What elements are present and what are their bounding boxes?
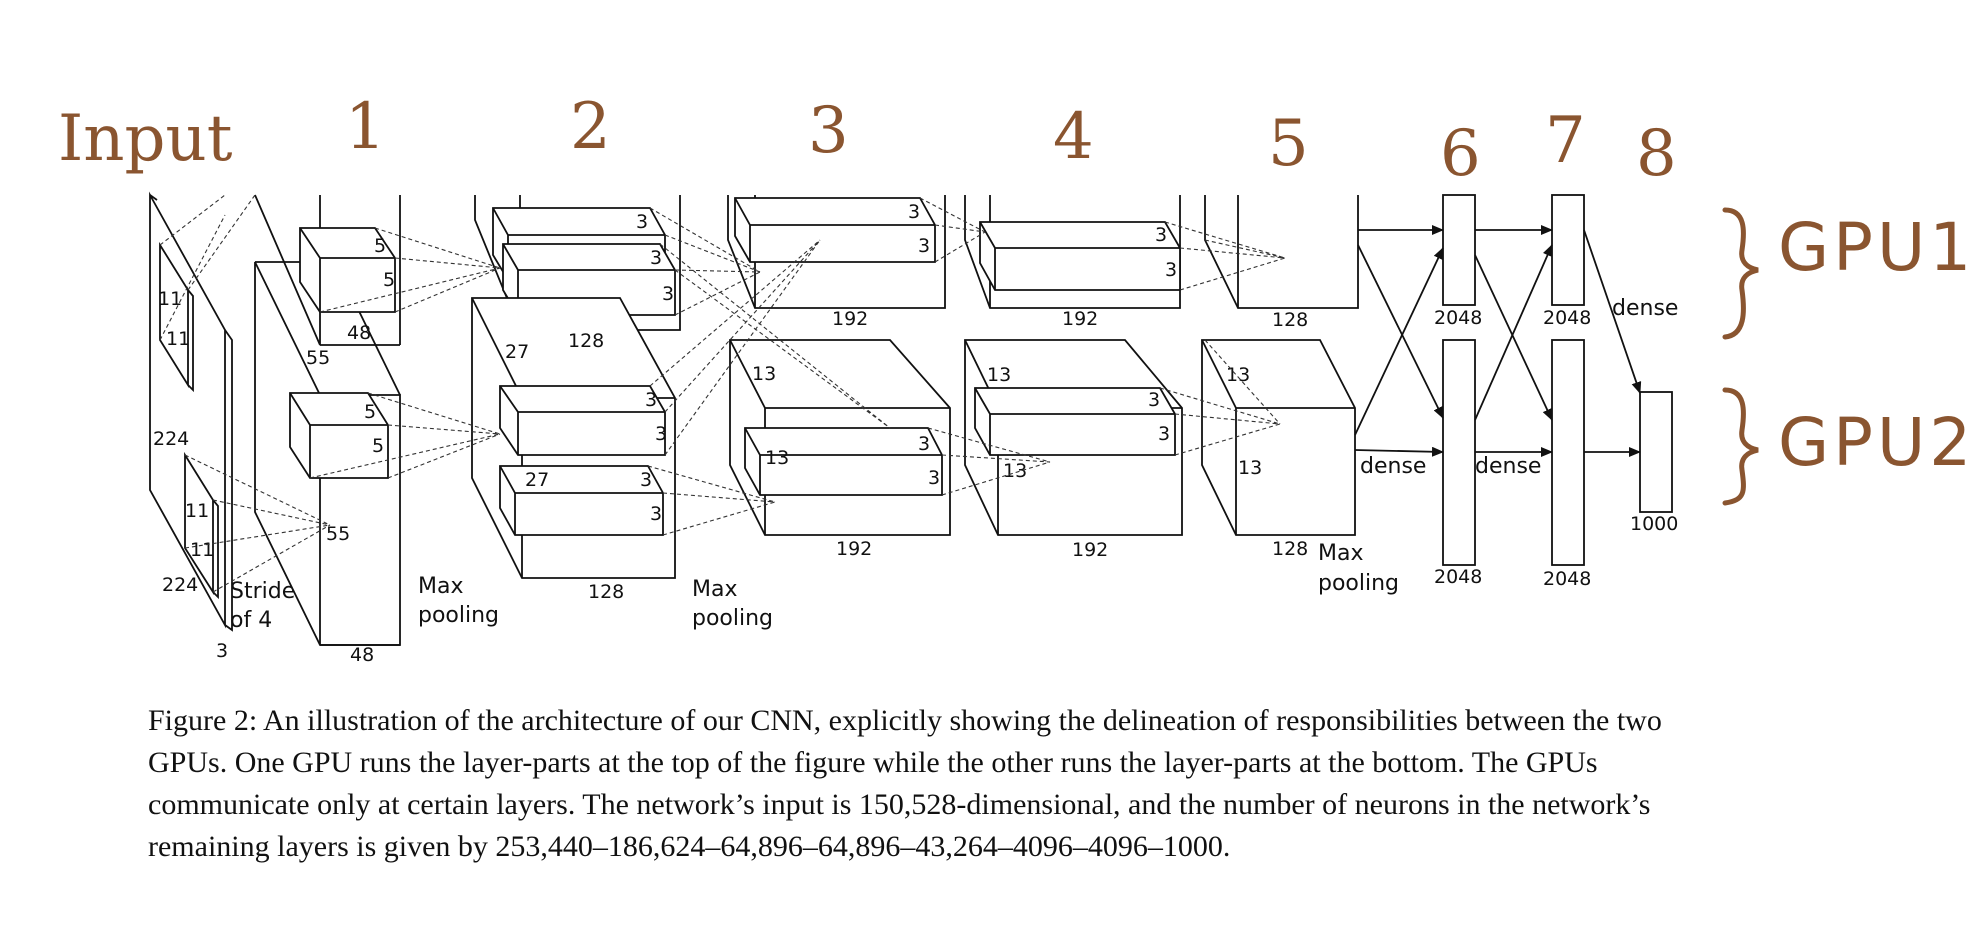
input-kernel-bottom-b: 11 (190, 539, 214, 561)
l2-kernel-top-c: 3 (662, 283, 674, 305)
layer-number-3: 3 (808, 94, 849, 168)
layer-number-1: 1 (345, 90, 386, 164)
dense-label-l7: dense (1475, 454, 1541, 479)
l1-depth-top: 48 (347, 322, 371, 344)
l6-bottom-units: 2048 (1434, 566, 1482, 588)
dense-label-l6: dense (1360, 454, 1426, 479)
l3-size-label: 13 (752, 363, 776, 385)
l2-size-label-2: 27 (525, 469, 549, 491)
l1-size-label: 55 (306, 347, 330, 369)
l2-kernel-bottom-d: 3 (650, 503, 662, 525)
l2-kernel-bottom-a: 3 (645, 389, 657, 411)
input-depth-label: 3 (216, 640, 228, 662)
layer-number-4: 4 (1053, 100, 1094, 174)
kernel-connections (159, 194, 1286, 593)
maxpool3-line1: Max (1318, 541, 1363, 566)
l1-depth-bottom: 48 (350, 644, 374, 666)
layer-number-8: 8 (1636, 117, 1677, 191)
l4-kernel-top-b: 3 (1165, 259, 1177, 281)
l4-depth-top: 192 (1062, 308, 1098, 330)
l2-kernel-top-a: 3 (636, 211, 648, 233)
l4-kernel-bottom-b: 3 (1158, 423, 1170, 445)
l3-depth-bottom: 192 (836, 538, 872, 560)
l5-depth-top: 128 (1272, 309, 1308, 331)
layer2-volumes: 3 3 3 128 27 3 3 27 3 3 128 Max pooling (471, 195, 773, 631)
gpu1-label: GPU1 (1778, 209, 1969, 286)
l3-kernel-bottom-a: 3 (918, 433, 930, 455)
l2-size-label: 27 (505, 341, 529, 363)
l2-kernel-bottom-c: 3 (640, 469, 652, 491)
architecture-diagram: Input 1 2 3 4 5 6 7 8 GPU1 GPU2 11 11 22… (58, 90, 1969, 666)
l7-top-units: 2048 (1543, 307, 1591, 329)
l2-kernel-top-b: 3 (650, 247, 662, 269)
maxpool2-line2: pooling (692, 606, 773, 631)
l3-kernel-top-b: 3 (918, 235, 930, 257)
l2-kernel-bottom-b: 3 (655, 423, 667, 445)
l3-size-label-2: 13 (765, 447, 789, 469)
gpu1-brace: GPU1 (1722, 207, 1969, 340)
l6-top-units: 2048 (1434, 307, 1482, 329)
l3-kernel-bottom-b: 3 (928, 467, 940, 489)
layer-number-5: 5 (1268, 107, 1309, 181)
l5-size-label: 13 (1226, 364, 1250, 386)
input-bottom-label: 224 (162, 574, 198, 596)
layer4-volumes: 3 3 192 13 13 3 3 192 (964, 195, 1183, 561)
l5-depth-bottom: 128 (1272, 538, 1308, 560)
l2-depth-bottom: 128 (588, 581, 624, 603)
l4-size-label: 13 (987, 364, 1011, 386)
output-units: 1000 (1630, 513, 1678, 535)
input-side-label: 224 (153, 428, 189, 450)
layer1-volumes: 5 5 48 55 5 5 55 48 Max pooling (254, 194, 499, 666)
layer-number-6: 6 (1440, 117, 1481, 191)
layer5-volumes: 128 13 13 128 Max pooling (1201, 195, 1399, 596)
layer3-volumes: 3 3 192 13 13 3 3 192 (727, 195, 951, 560)
maxpool1-line1: Max (418, 574, 463, 599)
l5-size-label-2: 13 (1238, 457, 1262, 479)
l2-depth-top: 128 (568, 330, 604, 352)
l1-kernel-bottom-a: 5 (364, 401, 376, 423)
input-volume: 11 11 224 11 11 224 3 Stride of 4 (149, 191, 295, 662)
l4-kernel-bottom-a: 3 (1148, 389, 1160, 411)
maxpool2-line1: Max (692, 577, 737, 602)
l7-bottom-units: 2048 (1543, 568, 1591, 590)
l1-kernel-top-a: 5 (374, 235, 386, 257)
l4-depth-bottom: 192 (1072, 539, 1108, 561)
maxpool1-line2: pooling (418, 603, 499, 628)
l1-kernel-bottom-b: 5 (372, 435, 384, 457)
l3-depth-top: 192 (832, 308, 868, 330)
stride-label-line1: Stride (230, 579, 295, 604)
layer-number-2: 2 (570, 90, 611, 164)
input-kernel-top-b: 11 (166, 328, 190, 350)
l4-kernel-top-a: 3 (1155, 224, 1167, 246)
l1-size-label-2: 55 (326, 523, 350, 545)
stride-label-line2: of 4 (230, 608, 272, 633)
gpu2-label: GPU2 (1778, 404, 1969, 481)
input-kernel-top-a: 11 (158, 288, 182, 310)
input-kernel-bottom-a: 11 (185, 500, 209, 522)
figure-caption: Figure 2: An illustration of the archite… (148, 704, 1662, 863)
l1-kernel-top-b: 5 (383, 269, 395, 291)
layer-number-7: 7 (1545, 104, 1586, 178)
dense-label-l8: dense (1612, 296, 1678, 321)
fc-layers: 2048 2048 2048 2048 1000 dense dense den… (1354, 194, 1678, 590)
input-heading: Input (58, 102, 233, 176)
l4-size-label-2: 13 (1003, 460, 1027, 482)
layer-header: Input 1 2 3 4 5 6 7 8 (58, 90, 1677, 191)
gpu2-brace: GPU2 (1722, 387, 1969, 506)
maxpool3-line2: pooling (1318, 571, 1399, 596)
l3-kernel-top-a: 3 (908, 201, 920, 223)
